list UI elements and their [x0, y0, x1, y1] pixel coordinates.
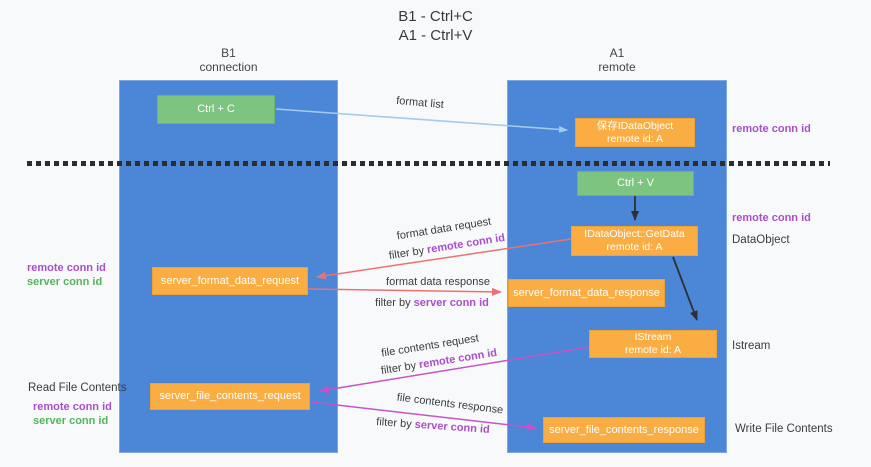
title-line-2: A1 - Ctrl+V [398, 27, 473, 44]
filter-by-text: filter by [375, 416, 413, 431]
server-conn-id-text: server conn id [414, 418, 491, 436]
server-format-data-response-label: server_format_data_response [513, 286, 660, 299]
node-server-format-data-request: server_format_data_request [152, 267, 308, 295]
getdata-line2: remote id: A [606, 241, 663, 253]
filter-by-text: filter by [380, 359, 418, 378]
node-server-file-contents-request: server_file_contents_request [150, 383, 310, 410]
title-line-1: B1 - Ctrl+C [398, 8, 473, 25]
node-server-format-data-response: server_format_data_response [508, 279, 665, 307]
save-idataobject-line2: remote id: A [606, 132, 664, 145]
server-file-contents-response-label: server_file_contents_response [549, 423, 699, 436]
right-label-remote-conn-id-2: remote conn id [732, 212, 811, 224]
right-label-dataobject: DataObject [732, 234, 790, 246]
node-save-idataobject: 保存IDataObject remote id: A [575, 118, 695, 147]
server-file-contents-request-label: server_file_contents_request [159, 390, 301, 402]
server-conn-id-text: server conn id [413, 297, 489, 309]
right-label-remote-conn-id-1: remote conn id [732, 123, 811, 135]
filter-by-text: filter by [375, 297, 411, 309]
left-label-read-file-contents: Read File Contents [28, 382, 127, 394]
left-label-server-conn-id-1: server conn id [27, 276, 103, 288]
left-column-role: connection [199, 60, 258, 74]
istream-line2: remote id: A [624, 344, 682, 356]
edge-label-format-data-response: format data response [386, 276, 490, 288]
right-column-role: remote [598, 60, 636, 74]
ctrl-v-label: Ctrl + V [617, 177, 654, 189]
node-idataobject-getdata: IDataObject::GetData remote id: A [571, 226, 698, 256]
edge-label-file-contents-response: file contents response [396, 391, 504, 417]
right-label-write-file-contents: Write File Contents [735, 423, 833, 435]
left-label-server-conn-id-2: server conn id [33, 415, 109, 427]
filter-by-text: filter by [388, 244, 426, 263]
node-ctrl-v: Ctrl + V [577, 171, 694, 196]
getdata-line1: IDataObject::GetData [584, 228, 685, 240]
left-label-remote-conn-id-2: remote conn id [33, 401, 112, 413]
edge-label-format-list: format list [395, 94, 445, 112]
dashed-separator [27, 161, 830, 166]
right-column-header: A1 remote [507, 46, 727, 74]
node-server-file-contents-response: server_file_contents_response [543, 417, 705, 443]
right-label-istream: Istream [732, 340, 771, 352]
edge-label-filter-by-server-2: filter by server conn id [376, 416, 490, 436]
left-label-remote-conn-id-1: remote conn id [27, 262, 106, 274]
istream-line1: IStream [634, 331, 672, 343]
left-column-header: B1 connection [119, 46, 338, 74]
node-ctrl-c: Ctrl + C [157, 95, 275, 124]
node-istream: IStream remote id: A [589, 330, 717, 358]
diagram-title: B1 - Ctrl+C A1 - Ctrl+V [0, 7, 871, 45]
server-format-data-request-label: server_format_data_request [160, 274, 300, 287]
edge-label-filter-by-server-1: filter by server conn id [375, 297, 489, 309]
ctrl-c-label: Ctrl + C [197, 103, 235, 115]
left-column-name: B1 [221, 46, 236, 60]
right-column-name: A1 [609, 46, 625, 60]
save-idataobject-line1: 保存IDataObject [596, 119, 674, 132]
